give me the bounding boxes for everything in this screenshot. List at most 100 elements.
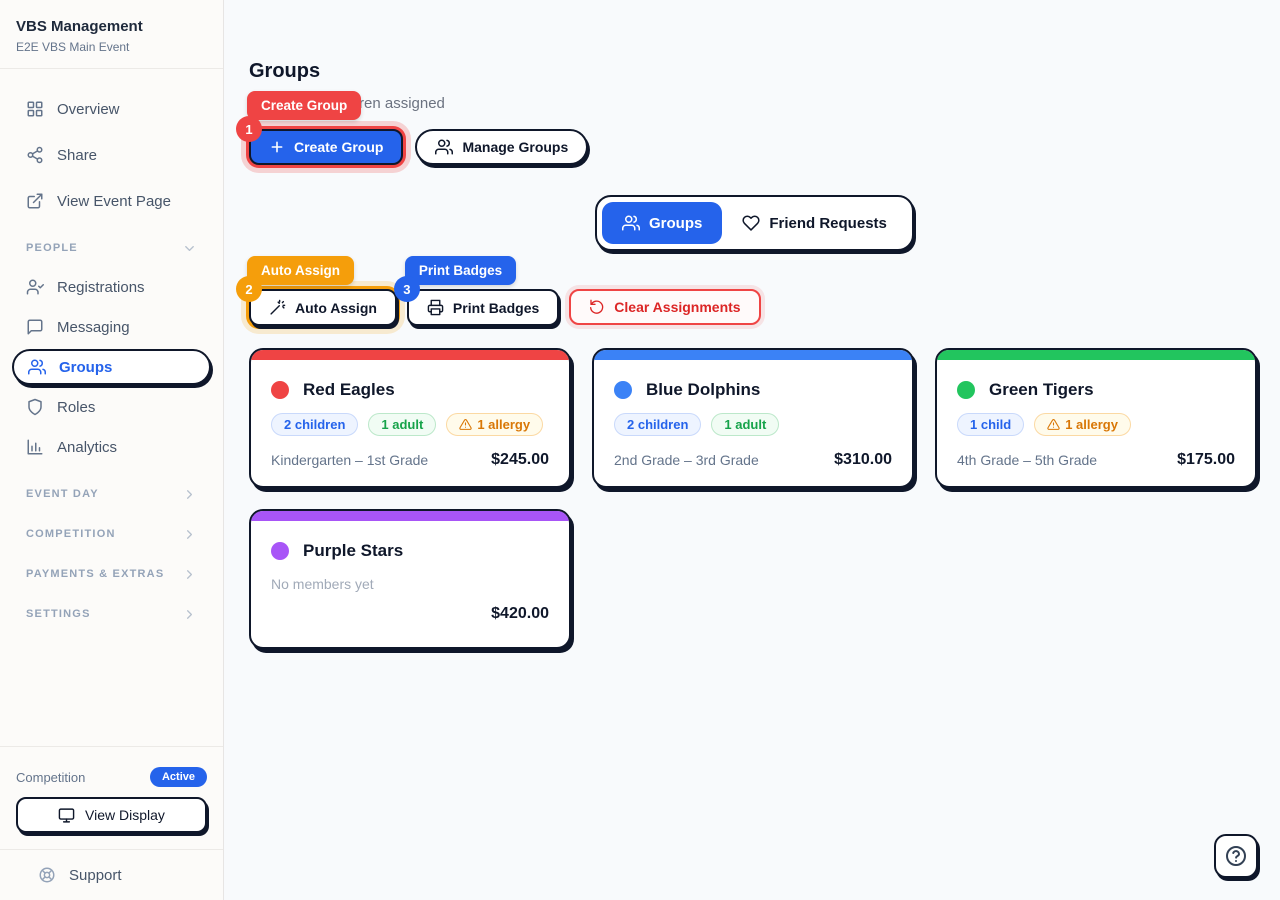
card-color-strip — [251, 350, 569, 360]
printer-icon — [427, 299, 444, 316]
group-card-red-eagles[interactable]: Red Eagles 2 children 1 adult 1 allergy … — [249, 348, 571, 488]
card-header: Green Tigers — [957, 380, 1235, 400]
print-badges-annotation-wrap: Print Badges 3 Print Badges — [393, 256, 560, 326]
tab-friend-requests-label: Friend Requests — [769, 214, 887, 232]
lifebuoy-icon — [38, 866, 56, 884]
adult-chip: 1 adult — [711, 413, 780, 436]
card-header: Red Eagles — [271, 380, 549, 400]
sidebar-footer: Competition Active View Display Support — [0, 746, 223, 900]
create-group-annotation-wrap: Create Group 1 Create Group — [236, 91, 404, 165]
app-brand: VBS Management E2E VBS Main Event — [0, 0, 223, 69]
group-card-purple-stars[interactable]: Purple Stars No members yet $420.00 — [249, 509, 571, 649]
page-subtitle-text: ren assigned — [359, 95, 445, 112]
section-label: EVENT DAY — [26, 488, 99, 500]
print-badges-button[interactable]: Print Badges — [406, 289, 560, 326]
create-group-button[interactable]: Create Group — [249, 129, 404, 165]
auto-assign-annotation-wrap: Auto Assign 2 Auto Assign — [236, 256, 397, 326]
sidebar-item-share[interactable]: Share — [12, 135, 211, 175]
card-body: Green Tigers 1 child 1 allergy 4th Grade… — [937, 360, 1255, 469]
sidebar-item-label: View Event Page — [57, 192, 171, 210]
section-settings[interactable]: SETTINGS — [12, 595, 211, 633]
tab-groups-label: Groups — [649, 214, 703, 232]
people-items: Registrations Messaging Groups Roles Ana… — [12, 269, 211, 465]
allergy-chip-label: 1 allergy — [1065, 417, 1118, 432]
chevron-down-icon — [182, 241, 197, 256]
card-footer: 4th Grade – 5th Grade $175.00 — [957, 451, 1235, 469]
empty-members-note: No members yet — [271, 576, 374, 592]
clear-assignments-button[interactable]: Clear Assignments — [569, 289, 761, 325]
annotation-badge-3: 3 — [393, 276, 420, 302]
card-footer: 2nd Grade – 3rd Grade $310.00 — [614, 451, 892, 469]
secondary-actions-row: Auto Assign 2 Auto Assign Print Badges 3… — [236, 256, 1256, 326]
support-link[interactable]: Support — [0, 849, 223, 900]
annotation-badge-1: 1 — [236, 116, 262, 142]
sidebar-item-view-event-page[interactable]: View Event Page — [12, 181, 211, 221]
tabs-row: Groups Friend Requests — [595, 195, 1256, 251]
sidebar-item-overview[interactable]: Overview — [12, 89, 211, 129]
status-badge: Active — [149, 767, 207, 787]
card-body: Purple Stars No members yet $420.00 — [251, 521, 569, 623]
sidebar-item-groups[interactable]: Groups — [12, 349, 211, 385]
chevron-right-icon — [182, 607, 197, 622]
chips-row: 1 child 1 allergy — [957, 413, 1235, 436]
help-button[interactable] — [1214, 834, 1258, 878]
bar-chart-icon — [26, 438, 44, 456]
sidebar-item-messaging[interactable]: Messaging — [12, 309, 211, 345]
view-display-button[interactable]: View Display — [16, 797, 207, 833]
tab-friend-requests[interactable]: Friend Requests — [722, 202, 907, 244]
group-color-dot — [271, 542, 289, 560]
sidebar-item-label: Registrations — [57, 278, 145, 296]
sidebar-item-label: Messaging — [57, 318, 130, 336]
card-footer: $420.00 — [271, 605, 549, 623]
section-label: COMPETITION — [26, 528, 116, 540]
card-body: Blue Dolphins 2 children 1 adult 2nd Gra… — [594, 360, 912, 469]
grade-range: Kindergarten – 1st Grade — [271, 452, 429, 468]
annotation-label-3: Print Badges — [404, 256, 517, 285]
dashboard-icon — [26, 100, 44, 118]
manage-groups-label: Manage Groups — [462, 139, 569, 155]
section-payments-extras[interactable]: PAYMENTS & EXTRAS — [12, 555, 211, 593]
share-icon — [26, 146, 44, 164]
user-check-icon — [26, 278, 44, 296]
manage-groups-button[interactable]: Manage Groups — [415, 129, 589, 165]
chips-row: 2 children 1 adult — [614, 413, 892, 436]
card-color-strip — [937, 350, 1255, 360]
auto-assign-button[interactable]: Auto Assign — [249, 289, 397, 326]
chips-row: 2 children 1 adult 1 allergy — [271, 413, 549, 436]
group-color-dot — [271, 381, 289, 399]
sidebar-item-registrations[interactable]: Registrations — [12, 269, 211, 305]
primary-actions-row: Create Group 1 Create Group Manage Group… — [236, 91, 1256, 165]
page-subtitle: ren assigned — [249, 95, 1256, 115]
chevron-right-icon — [182, 487, 197, 502]
app-title: VBS Management — [16, 18, 143, 35]
external-link-icon — [26, 192, 44, 210]
card-header: Purple Stars — [271, 541, 549, 561]
adult-chip: 1 adult — [368, 413, 437, 436]
card-color-strip — [594, 350, 912, 360]
section-event-day[interactable]: EVENT DAY — [12, 475, 211, 513]
group-color-dot — [614, 381, 632, 399]
tab-groups[interactable]: Groups — [602, 202, 723, 244]
sidebar-item-label: Roles — [57, 398, 96, 416]
section-competition[interactable]: COMPETITION — [12, 515, 211, 553]
section-people[interactable]: PEOPLE — [12, 229, 211, 267]
help-circle-icon — [1224, 844, 1248, 868]
group-card-blue-dolphins[interactable]: Blue Dolphins 2 children 1 adult 2nd Gra… — [592, 348, 914, 488]
shield-icon — [26, 398, 44, 416]
competition-status-row: Competition Active — [16, 767, 207, 787]
grade-range: 2nd Grade – 3rd Grade — [614, 452, 759, 468]
sidebar-item-analytics[interactable]: Analytics — [12, 429, 211, 465]
group-color-dot — [957, 381, 975, 399]
users-icon — [28, 358, 46, 376]
group-cards-grid: Red Eagles 2 children 1 adult 1 allergy … — [249, 348, 1259, 649]
users-icon — [622, 214, 640, 232]
event-name: E2E VBS Main Event — [16, 40, 130, 54]
warning-icon — [1047, 418, 1060, 431]
sidebar-item-roles[interactable]: Roles — [12, 389, 211, 425]
group-card-green-tigers[interactable]: Green Tigers 1 child 1 allergy 4th Grade… — [935, 348, 1257, 488]
sidebar-nav: Overview Share View Event Page PEOPLE Re… — [0, 69, 223, 635]
section-label: SETTINGS — [26, 608, 91, 620]
plus-icon — [269, 139, 285, 155]
heart-icon — [742, 214, 760, 232]
chevron-right-icon — [182, 527, 197, 542]
